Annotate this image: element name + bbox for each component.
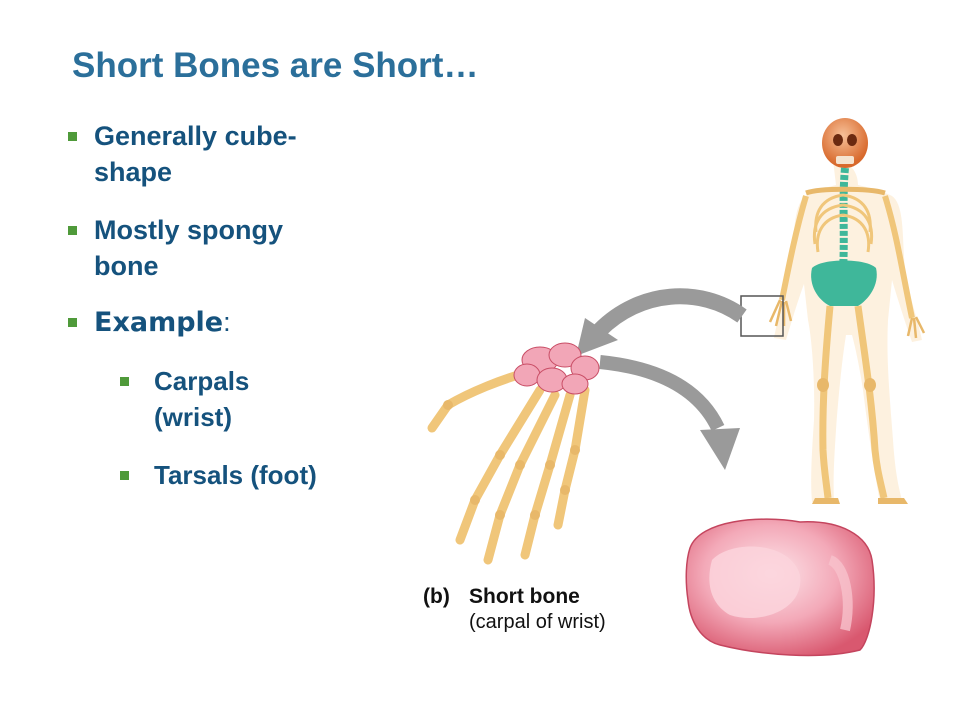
hand-skeleton — [427, 342, 600, 565]
sub-bullet-tarsals: Tarsals (foot) — [62, 457, 362, 493]
bullet-marker — [68, 226, 77, 235]
bullet-text-line: shape — [94, 157, 173, 187]
carpal-bones — [513, 342, 600, 395]
bullet-generally-cube-shape: Generally cube- shape — [62, 118, 362, 190]
bullet-text-line: Carpals — [154, 366, 250, 396]
skeleton-figure — [740, 118, 926, 504]
figure-title: Short bone — [469, 585, 580, 608]
slide-title: Short Bones are Short… — [72, 46, 479, 85]
arrow-to-carpal — [599, 355, 740, 470]
bullet-marker — [120, 471, 129, 480]
arrow-to-hand — [576, 288, 747, 356]
example-colon: : — [223, 307, 231, 337]
bullet-list: Generally cube- shape Mostly spongy bone… — [62, 118, 362, 493]
bullet-text-line: Generally cube- — [94, 121, 297, 151]
bullet-text-line: Mostly spongy — [94, 215, 284, 245]
figure-panel-label: (b) — [423, 585, 450, 608]
figure-subtitle: (carpal of wrist) — [469, 611, 606, 633]
example-label: Example — [94, 307, 224, 338]
bullet-marker — [68, 132, 77, 141]
bullet-mostly-spongy-bone: Mostly spongy bone — [62, 212, 362, 284]
bullet-text-line: (wrist) — [154, 402, 232, 432]
bullet-marker — [68, 318, 77, 327]
bullet-text-line: bone — [94, 251, 159, 281]
bullet-marker — [120, 377, 129, 386]
bullet-text-line: Tarsals (foot) — [154, 460, 317, 490]
carpal-bone-closeup — [685, 518, 875, 657]
sub-bullet-carpals: Carpals (wrist) — [62, 363, 362, 435]
bullet-example: Example: — [62, 304, 362, 341]
